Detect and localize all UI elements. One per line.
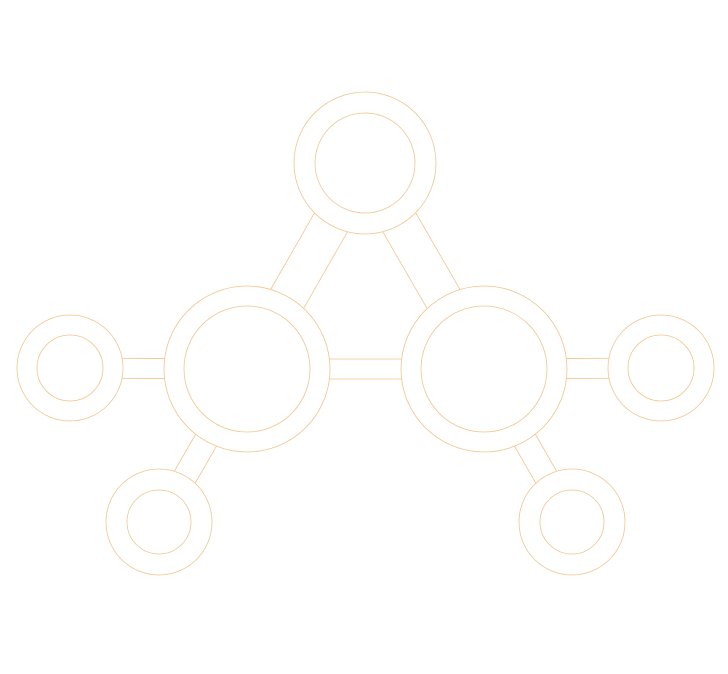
link-top-to-center-left [269,211,349,311]
node-far-left [16,314,124,422]
link-center-right-to-bottom-right [512,431,559,486]
node-center-right [400,285,568,453]
node-center-right-outer-edge [400,285,568,453]
link-center-left-to-bottom-left-edge-a [172,431,198,474]
link-top-to-center-right-edge-b [414,211,462,292]
link-far-left-to-center-left [118,357,169,379]
link-center-left-to-center-right-band [326,359,405,379]
node-center-right-inner-edge [420,305,548,433]
node-far-right-body [608,315,714,421]
link-center-right-to-bottom-right-edge-b [533,431,559,474]
node-center-right-body [401,286,567,452]
node-bottom-left-body [106,469,212,575]
node-far-left-outer-edge [16,314,124,422]
link-center-right-to-far-right-band [562,358,613,379]
link-top-to-center-right-band [382,211,461,311]
node-bottom-left-outer-edge [105,468,213,576]
node-center-left [163,285,331,453]
node-bottom-right-body [519,469,625,575]
node-top-outer-edge [293,91,437,235]
link-center-left-to-bottom-left-band [173,431,219,486]
node-far-left-body [17,315,123,421]
node-links [118,211,613,486]
link-top-to-center-right [381,211,462,311]
node-top-inner-edge [314,112,416,214]
link-center-right-to-bottom-right-edge-a [512,443,538,486]
link-top-to-center-left-edge-a [269,211,316,292]
link-center-left-to-center-right [326,358,405,380]
link-top-to-center-left-band [269,211,349,310]
node-far-right [607,314,715,422]
link-center-right-to-far-right [562,357,613,379]
link-top-to-center-right-edge-a [381,230,429,311]
link-center-right-to-bottom-right-band [512,431,558,486]
node-far-right-outer-edge [607,314,715,422]
link-top-to-center-left-edge-b [302,230,349,311]
node-far-left-inner-edge [36,334,104,402]
node-center-left-outer-edge [163,285,331,453]
node-center-left-body [164,286,330,452]
link-far-left-to-center-left-band [118,358,169,379]
node-bottom-left [105,468,213,576]
network-nodes [16,91,715,576]
node-far-right-inner-edge [627,334,695,402]
node-bottom-right [518,468,626,576]
node-bottom-left-inner-edge [126,489,192,555]
link-center-left-to-bottom-left [172,431,219,486]
node-bottom-right-inner-edge [539,489,605,555]
node-center-left-inner-edge [183,305,311,433]
node-bottom-right-outer-edge [518,468,626,576]
node-top [293,91,437,235]
link-center-left-to-bottom-left-edge-b [193,443,219,486]
